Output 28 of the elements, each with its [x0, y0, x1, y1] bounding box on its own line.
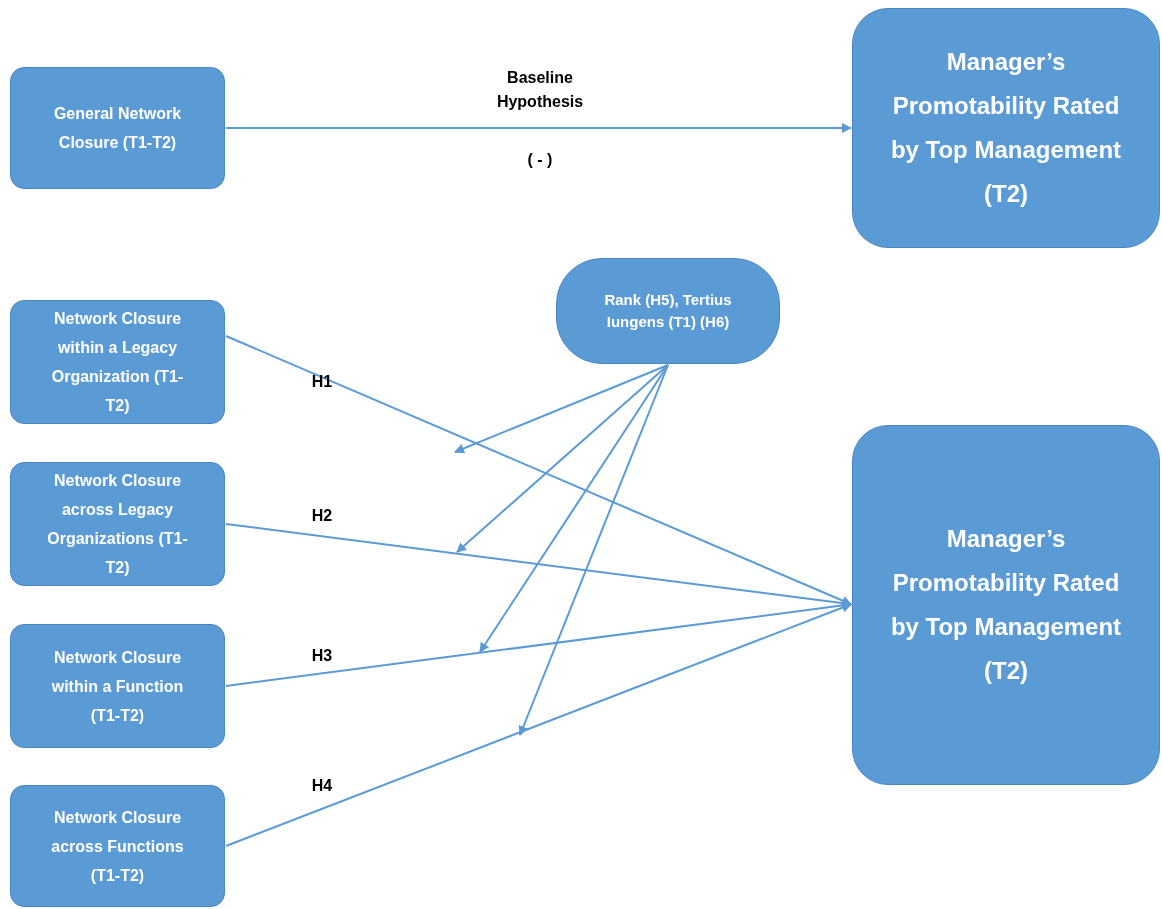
variable-box — [10, 67, 225, 189]
node-text: Rank (H5), Tertius Iungens (T1) (H6) — [603, 290, 733, 332]
arrow — [225, 334, 852, 606]
edge-label: Baseline Hypothesis — [495, 68, 585, 112]
variable-box — [10, 462, 225, 586]
node-text: Network Closure across Legacy Organizations (T1-T2) — [46, 471, 189, 578]
node-text: General Network Closure (T1-T2) — [52, 104, 183, 153]
variable-box — [10, 624, 225, 748]
variable-box — [852, 425, 1160, 785]
variable-box — [10, 785, 225, 907]
node-text: Network Closure within a Legacy Organization (T1-T2) — [50, 309, 185, 416]
arrow — [456, 364, 669, 553]
variable-box — [10, 300, 225, 424]
arrow — [454, 364, 669, 454]
variable-box — [852, 8, 1160, 248]
edge-label: H2 — [310, 506, 334, 526]
node-text: Manager’s Promotability Rated by Top Management (T2) — [889, 524, 1123, 686]
arrow — [518, 364, 669, 736]
edge-label: H1 — [310, 372, 334, 392]
node-text: Network Closure within a Function (T1-T2) — [50, 647, 185, 726]
edge-label: H3 — [310, 646, 334, 666]
node-text: Network Closure across Functions (T1-T2) — [50, 807, 185, 886]
sign-label: ( - ) — [527, 150, 553, 170]
arrow — [225, 123, 852, 133]
node-text: Manager’s Promotability Rated by Top Management (T2) — [889, 47, 1123, 209]
arrow — [225, 602, 852, 847]
edge-label: H4 — [310, 776, 334, 796]
arrow — [479, 364, 669, 653]
